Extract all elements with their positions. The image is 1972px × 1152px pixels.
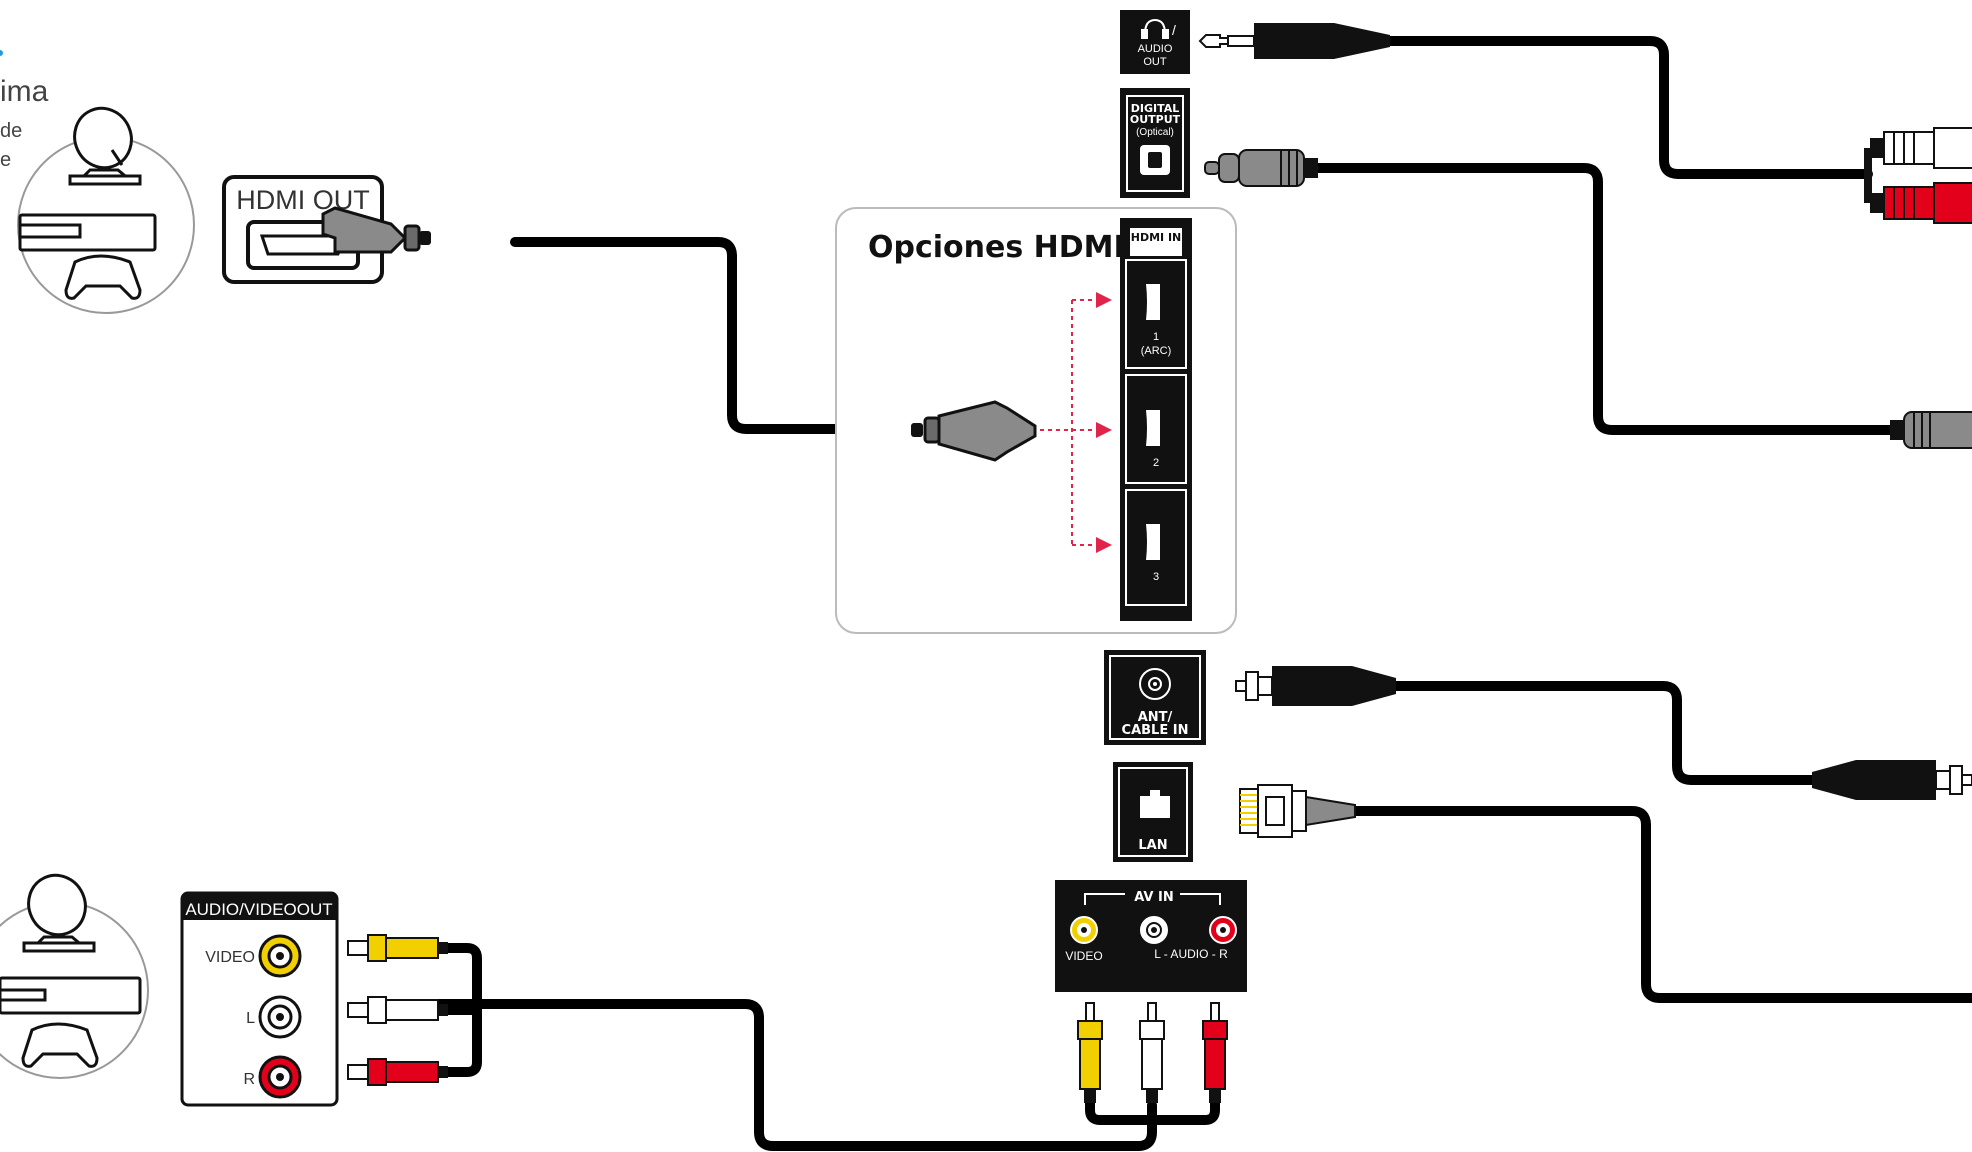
hdmi-port-2-number: 2	[1153, 457, 1159, 469]
rca-jack-icon	[258, 1055, 302, 1099]
hdmi-port-1-sub: (ARC)	[1141, 345, 1172, 357]
partial-heading: ima	[0, 75, 49, 108]
satellite-dish-icon	[22, 873, 96, 953]
rca-jack-icon	[1209, 916, 1237, 944]
gamepad-icon	[21, 1022, 99, 1068]
av-cable-split	[1085, 1095, 1220, 1125]
jack-label-left: L	[246, 1010, 255, 1027]
ethernet-plug-icon	[1239, 784, 1356, 838]
hdmi-options-title: Opciones HDMI	[868, 230, 1125, 265]
rca-plug-icon	[1870, 127, 1972, 169]
optical-cable	[1313, 163, 1905, 435]
coax-plug-icon	[1235, 666, 1396, 706]
ant-cable-in-line2: CABLE IN	[1122, 723, 1189, 738]
av-out-title: AUDIO/VIDEOOUT	[185, 900, 332, 919]
jack-label-video: VIDEO	[205, 949, 255, 966]
right-edge-connectors	[1864, 127, 1972, 449]
rca-jack-icon	[258, 934, 302, 978]
set-top-box-icon	[18, 213, 157, 252]
rca-jack-icon	[1070, 916, 1098, 944]
optical-plug-icon	[1890, 411, 1972, 449]
audio-out-line2: AUDIO	[1138, 43, 1173, 55]
digital-output-line3: (Optical)	[1136, 127, 1174, 138]
hdmi-port-1-number: 1	[1153, 331, 1159, 343]
ant-cable-in-line1: ANT/	[1138, 710, 1173, 725]
rca-plug-icon	[1139, 1002, 1165, 1103]
lan-port: LAN	[1113, 762, 1193, 862]
lan-cable	[1350, 806, 1972, 1003]
audio-out-port: / AUDIO OUT	[1120, 10, 1190, 74]
coax-cable	[1390, 681, 1827, 785]
hdmi-port-icon	[1146, 524, 1160, 560]
partial-line-2: e	[0, 149, 11, 171]
source-device-icon-top	[17, 106, 195, 314]
set-top-box-icon	[0, 976, 142, 1015]
hdmi-port-icon	[1146, 410, 1160, 446]
digital-output-port: DIGITAL OUTPUT (Optical)	[1120, 88, 1190, 198]
av-in-port: AV IN VIDEO L - AUDIO - R	[1055, 880, 1247, 992]
rca-plug-icon	[1202, 1002, 1228, 1103]
hdmi-port-1: 1 (ARC)	[1125, 259, 1187, 369]
hdmi-out-label: HDMI OUT	[236, 185, 369, 215]
audio-video-out-panel: AUDIO/VIDEOOUT VIDEO L R	[180, 891, 339, 1107]
hdmi-options-box: Opciones HDMI HDMI IN 1 (ARC)	[835, 207, 1237, 634]
rca-plugs-tv	[1077, 1002, 1228, 1103]
partial-line-1: de	[0, 120, 22, 142]
satellite-dish-icon	[68, 106, 142, 186]
source-device-icon-bottom	[0, 873, 149, 1079]
audio-out-cable	[1383, 36, 1873, 179]
cables	[432, 36, 1972, 1151]
av-in-video-label: VIDEO	[1065, 949, 1102, 963]
hdmi-in-label: HDMI IN	[1131, 231, 1182, 244]
gamepad-icon	[64, 254, 142, 300]
hdmi-plug-icon	[321, 206, 431, 254]
left-partial-text: ima de e	[0, 50, 49, 171]
ant-cable-in-port: ANT/ CABLE IN	[1104, 650, 1206, 745]
rca-plug-icon	[1077, 1002, 1103, 1103]
rca-plug-icon	[1870, 182, 1972, 224]
hdmi-port-3: 3	[1125, 489, 1187, 606]
coax-plug-icon	[1812, 760, 1972, 800]
optical-port-icon	[1140, 145, 1170, 175]
digital-output-line1: DIGITAL	[1131, 102, 1180, 115]
headphones-icon	[1141, 18, 1169, 39]
audio-out-slash: /	[1172, 22, 1176, 38]
lan-label: LAN	[1138, 838, 1167, 853]
hdmi-plug-icon	[911, 400, 1037, 462]
digital-output-line2: OUTPUT	[1130, 113, 1181, 126]
hdmi-option-arrows	[1040, 292, 1112, 553]
audio-jack-plug-icon	[1198, 23, 1390, 59]
hdmi-port-3-number: 3	[1153, 571, 1159, 583]
av-cable-trunk	[432, 999, 1157, 1151]
hdmi-port-icon	[1146, 284, 1160, 320]
rca-plug-icon	[347, 996, 448, 1024]
rca-jack-icon	[258, 995, 302, 1039]
hdmi-port-2: 2	[1125, 374, 1187, 484]
rca-plug-icon	[347, 1058, 448, 1086]
rca-jack-icon	[1140, 916, 1168, 944]
optical-plug-icon	[1204, 149, 1318, 187]
audio-out-line3: OUT	[1143, 56, 1167, 68]
av-in-audio-label: L - AUDIO - R	[1154, 947, 1228, 961]
accent-dot	[0, 50, 3, 56]
jack-label-right: R	[243, 1071, 255, 1088]
hdmi-cable	[510, 237, 930, 434]
rca-plug-icon	[347, 934, 448, 962]
ethernet-port-icon	[1140, 790, 1170, 818]
rca-plugs-source	[347, 934, 448, 1086]
coax-port-icon	[1139, 668, 1171, 700]
av-in-title: AV IN	[1134, 890, 1173, 905]
